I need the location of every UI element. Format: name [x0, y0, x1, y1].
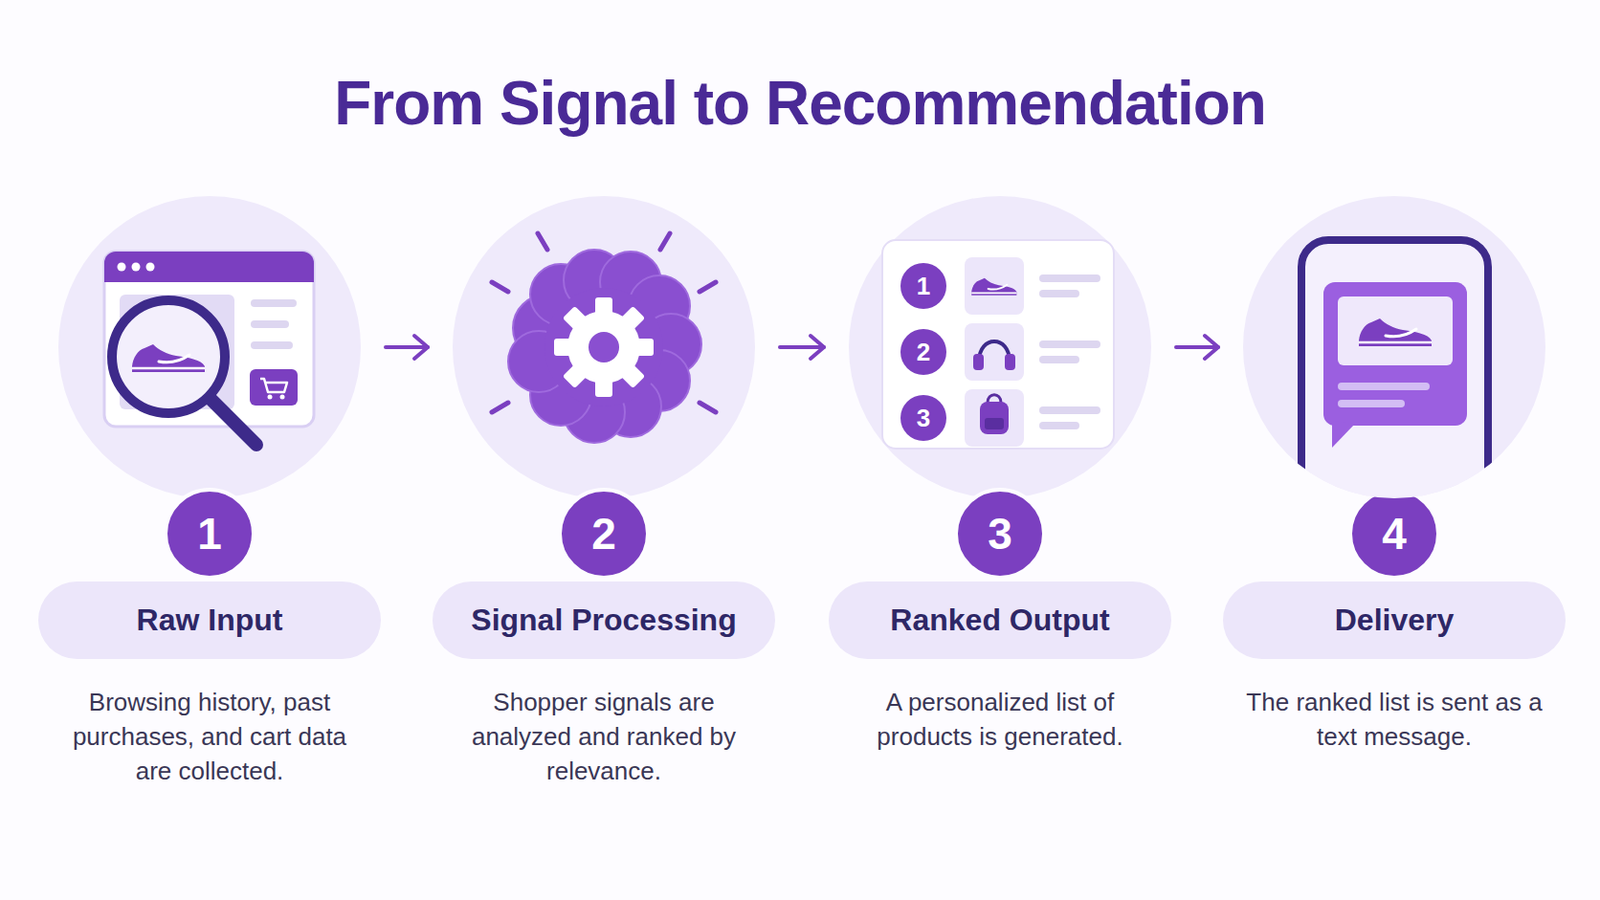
step-circle: 2 [452, 196, 756, 499]
arrow-head [414, 335, 428, 359]
rank-number: 2 [900, 329, 947, 376]
step-description-block: Browsing history, past purchases, and ca… [51, 685, 368, 789]
step-heading: Ranked Output [828, 581, 1172, 660]
rank-number: 3 [900, 395, 947, 442]
step-description: The ranked list is sent as a text messag… [1236, 685, 1553, 755]
step-description-block: A personalized list of products is gener… [842, 685, 1158, 755]
step-description: A personalized list of products is gener… [842, 685, 1158, 755]
arrow-line [385, 345, 428, 350]
arrow-head [810, 335, 824, 359]
step-heading: Raw Input [38, 581, 381, 660]
step-number: 2 [557, 488, 650, 580]
step-number: 4 [1348, 488, 1441, 580]
step-pill: Raw InputBrowsing history, past purchase… [38, 581, 381, 660]
step-pill: DeliveryThe ranked list is sent as a tex… [1222, 581, 1566, 660]
arrow-head [1204, 335, 1219, 359]
step-pill: Signal ProcessingShopper signals are ana… [432, 581, 776, 660]
rank-number: 1 [900, 263, 947, 310]
step-description: Shopper signals are analyzed and ranked … [445, 685, 762, 789]
step-description: Browsing history, past purchases, and ca… [51, 685, 368, 789]
step-circle: 1 [58, 196, 361, 499]
step-number: 1 [163, 488, 256, 580]
diagram-title: From Signal to Recommendation [0, 65, 1600, 142]
step-description-block: Shopper signals are analyzed and ranked … [445, 685, 762, 789]
step-heading: Delivery [1222, 581, 1566, 660]
step-number: 3 [954, 488, 1046, 580]
step-heading: Signal Processing [432, 581, 776, 660]
arrow-line [1176, 345, 1219, 350]
step-pill: Ranked OutputA personalized list of prod… [828, 581, 1172, 660]
flow-arrow [1176, 335, 1219, 359]
step-circle: 4 [1243, 196, 1546, 499]
step-circle: 3 [848, 196, 1152, 499]
flow-arrow [779, 335, 824, 359]
flow-arrow [385, 335, 428, 359]
arrow-line [779, 345, 824, 350]
step-description-block: The ranked list is sent as a text messag… [1236, 685, 1553, 755]
